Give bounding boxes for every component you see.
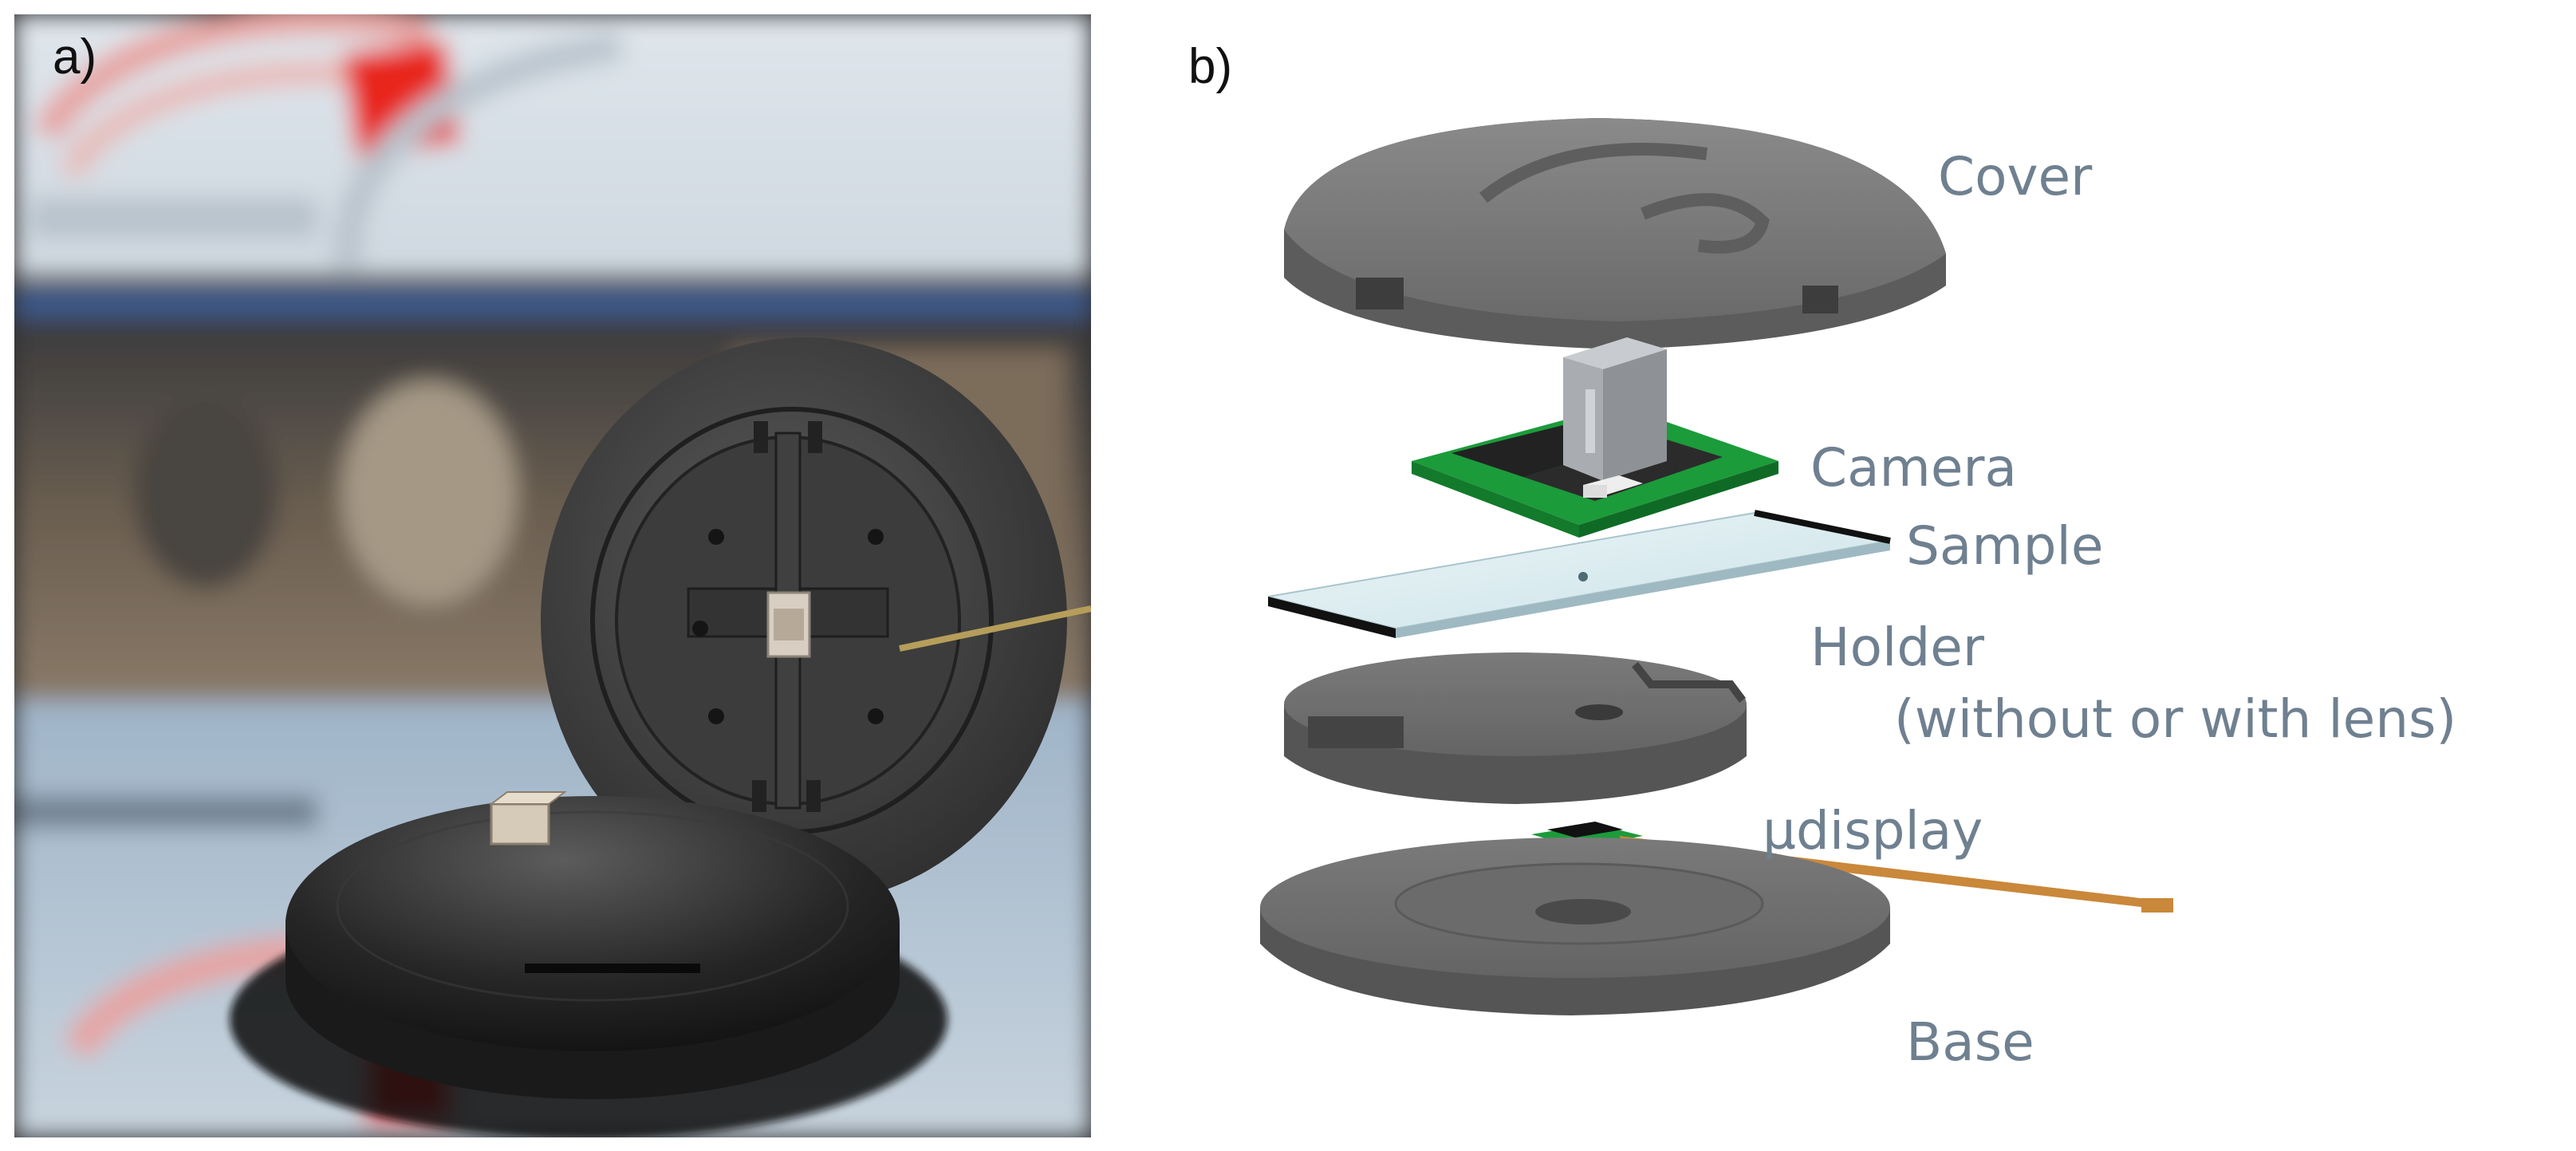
label-cover: Cover [1938, 146, 2093, 207]
label-sample: Sample [1906, 515, 2104, 577]
camera-part [1412, 337, 1778, 538]
holder-disk-upright [541, 337, 1091, 904]
panel-a-letter: a) [53, 30, 97, 85]
label-base: Base [1906, 1011, 2034, 1073]
label-camera: Camera [1810, 437, 2018, 499]
label-holder: Holder [1810, 617, 1984, 678]
panel-b-letter: b) [1188, 39, 1233, 94]
panel-a-photo: a) [14, 14, 1091, 1137]
label-udisplay: µdisplay [1763, 800, 1983, 861]
device-photo [14, 14, 1091, 1137]
label-holder-note: (without or with lens) [1894, 688, 2457, 750]
base-part [1260, 838, 1890, 1015]
holder-part [1284, 652, 1747, 804]
panel-b-diagram: b) Cover Camera Sample Holder (without o… [1148, 14, 2576, 1137]
cover-part [1284, 118, 1946, 349]
exploded-view [1260, 118, 2173, 1015]
sample-part [1267, 510, 1891, 638]
cover-cap-front [230, 791, 947, 1137]
